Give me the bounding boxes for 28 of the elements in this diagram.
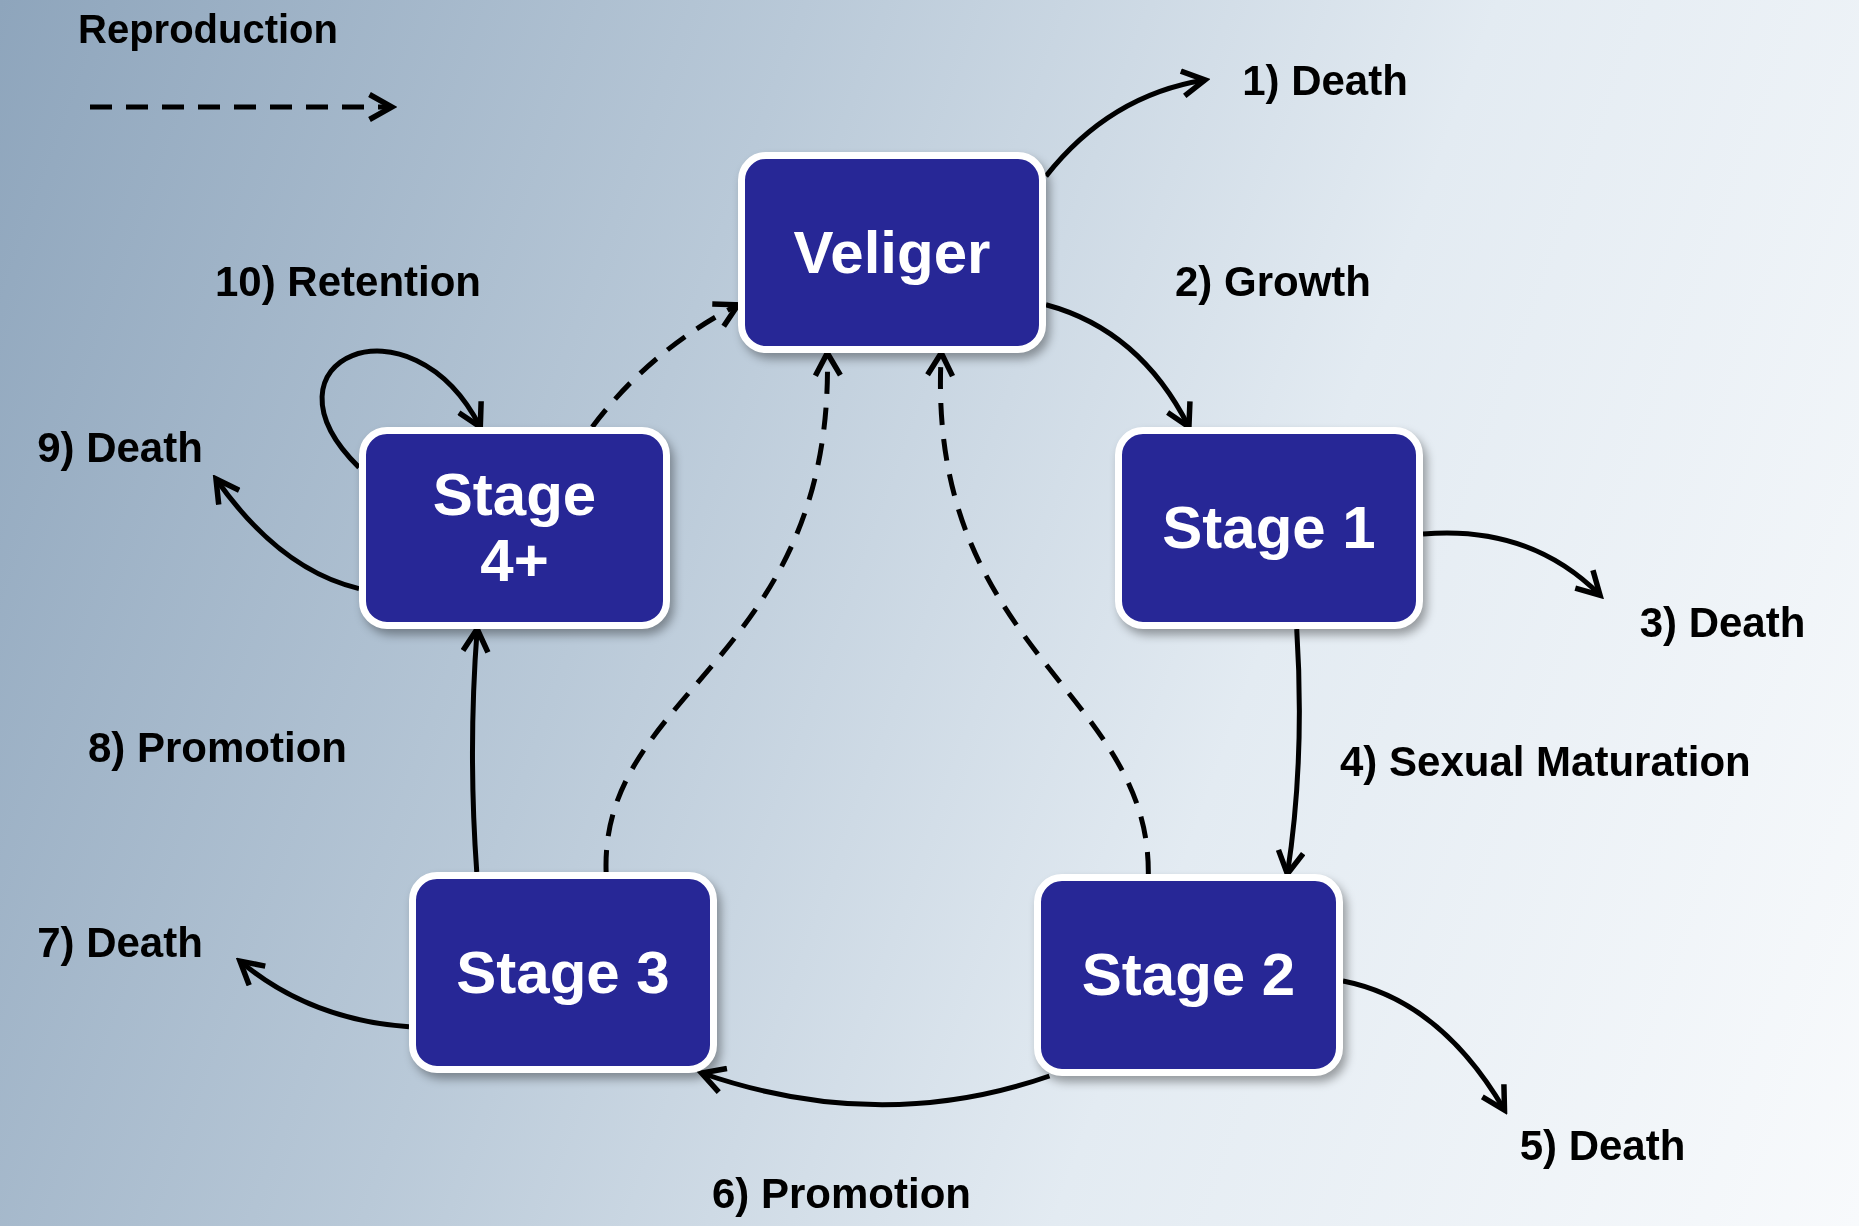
arrow	[698, 1065, 1051, 1108]
stage-box	[1115, 427, 1423, 629]
edge-label: 6) Promotion	[712, 1169, 971, 1219]
stage-label: Stage 3	[456, 939, 670, 1006]
arrow	[1044, 69, 1208, 178]
arrow	[213, 476, 360, 591]
edge-label: 10) Retention	[215, 257, 482, 307]
arrow	[1342, 978, 1508, 1113]
arrow	[237, 958, 410, 1030]
stage-label: Stage 1	[1162, 495, 1376, 561]
edge-label: 2) Growth	[1175, 257, 1371, 307]
stage-label: Veliger	[793, 219, 991, 286]
stage-box	[1034, 874, 1343, 1076]
stage-box	[359, 427, 670, 629]
outcome-label: 9) Death	[0, 415, 240, 479]
outcome-label: 5) Death	[1480, 1110, 1725, 1180]
stage-box	[409, 872, 717, 1073]
legend-label: Reproduction	[78, 6, 338, 53]
arrow	[319, 348, 484, 469]
outcome-label: 7) Death	[0, 910, 240, 974]
stage-label: Stage 4+	[431, 462, 598, 594]
edge-label: 4) Sexual Maturation	[1340, 737, 1751, 787]
arrow	[1422, 530, 1603, 598]
outcome-label: 3) Death	[1600, 590, 1845, 654]
stage-box	[738, 152, 1046, 353]
outcome-label: 1) Death	[1205, 48, 1445, 112]
stage-label: Stage 2	[1081, 942, 1296, 1008]
edge-label: 8) Promotion	[88, 723, 347, 773]
